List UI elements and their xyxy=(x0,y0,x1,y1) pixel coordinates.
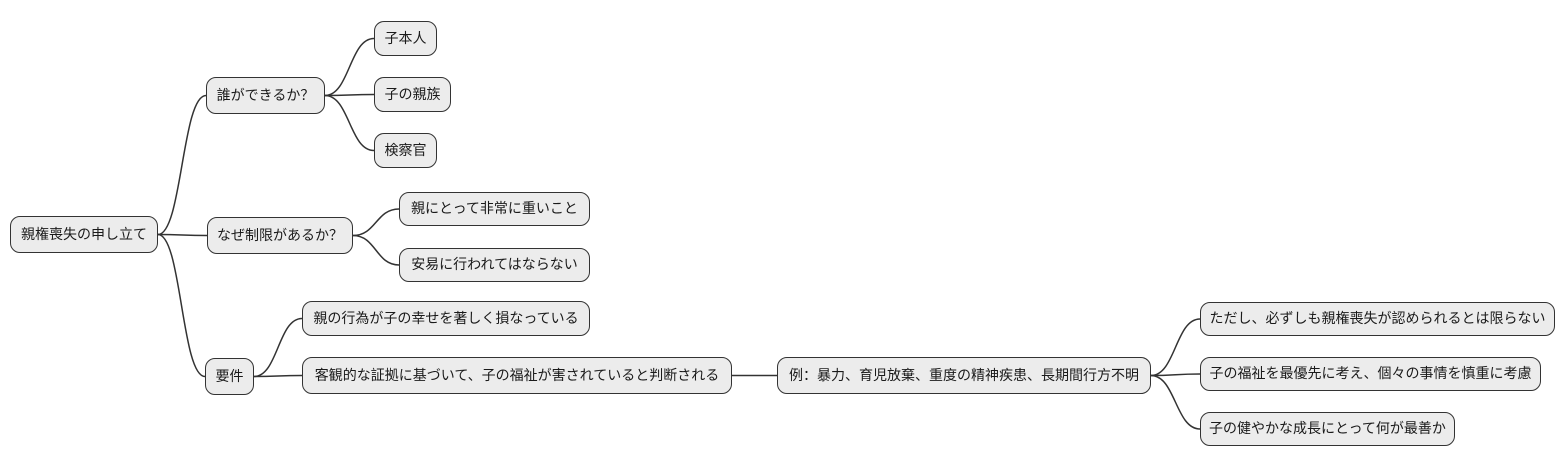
node-child-self: 子本人 xyxy=(374,21,437,56)
node-harm-to-child: 親の行為が子の幸せを著しく損なっている xyxy=(302,301,590,336)
edge-who-to-prosecutor xyxy=(324,94,375,152)
edge-requirements-to-harm-to-child xyxy=(253,317,303,378)
node-who-can-petition: 誰ができるか？ xyxy=(206,77,325,114)
node-caveat: ただし、必ずしも親権喪失が認められるとは限らない xyxy=(1200,302,1555,336)
node-prosecutor: 検察官 xyxy=(374,133,437,168)
node-root: 親権喪失の申し立て xyxy=(10,216,158,253)
node-heavy-for-parent: 親にとって非常に重いこと xyxy=(399,192,590,226)
edge-examples-to-best-for-growth xyxy=(1150,374,1201,430)
edge-who-to-child-self xyxy=(324,37,375,97)
edge-why-restricted-to-not-done-lightly xyxy=(352,234,400,266)
edge-examples-to-caveat xyxy=(1150,318,1201,377)
node-why-restricted: なぜ制限があるか？ xyxy=(207,217,353,254)
edge-who-to-child-relatives xyxy=(324,93,375,97)
node-welfare-first: 子の福祉を最優先に考え、個々の事情を慎重に考慮 xyxy=(1200,357,1541,391)
node-examples: 例：暴力、育児放棄、重度の精神疾患、長期間行方不明 xyxy=(777,357,1151,394)
edge-root-to-who xyxy=(157,94,207,236)
node-not-done-lightly: 安易に行われてはならない xyxy=(399,248,590,282)
node-best-for-growth: 子の健やかな成長にとって何が最善か xyxy=(1200,412,1455,446)
edge-root-to-requirements xyxy=(157,233,206,378)
node-requirements: 要件 xyxy=(205,358,254,395)
edge-examples-to-welfare-first xyxy=(1150,373,1201,377)
edge-root-to-why-restricted xyxy=(157,233,208,237)
node-child-relatives: 子の親族 xyxy=(374,77,451,112)
node-objective-evidence: 客観的な証拠に基づいて、子の福祉が害されていると判断される xyxy=(302,357,732,394)
edge-requirements-to-objective-evidence xyxy=(253,374,303,378)
edge-why-restricted-to-heavy-for-parent xyxy=(352,208,400,237)
